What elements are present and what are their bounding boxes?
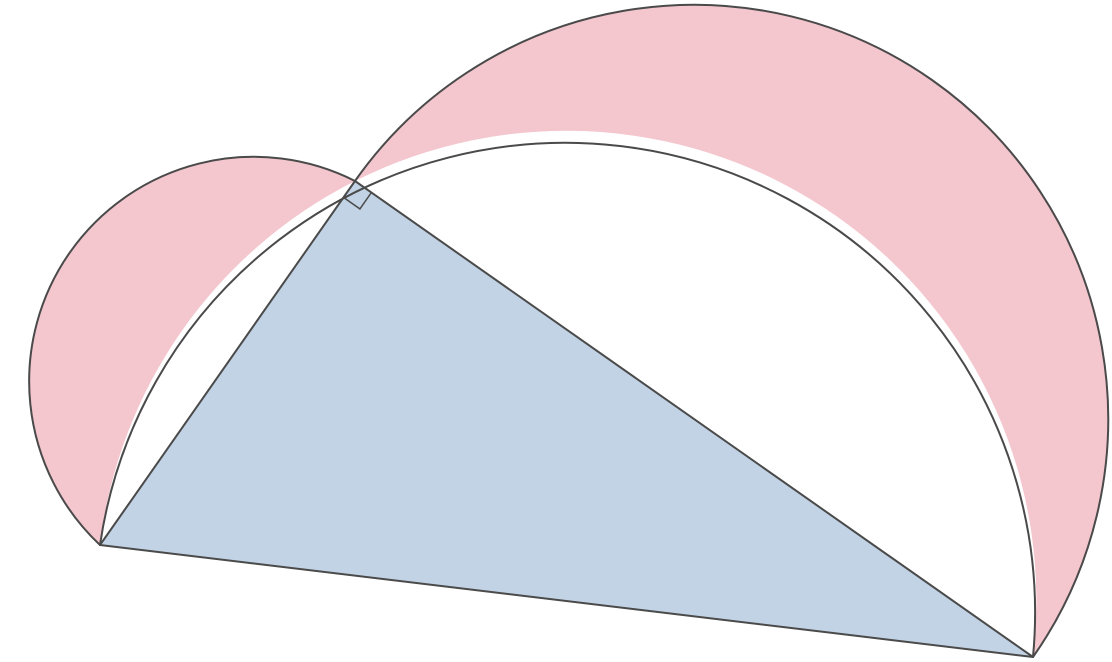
right-semicircle-arc [354,3,1110,658]
left-semicircle-arc [28,155,356,546]
right-lune [355,4,1109,657]
right-triangle [100,181,1033,657]
left-lune [29,156,355,546]
long-leg [354,180,1034,658]
right-angle-marker [343,192,373,210]
circumcircle-arc [99,141,1037,658]
hypotenuse [99,544,1034,658]
short-leg [99,180,356,546]
